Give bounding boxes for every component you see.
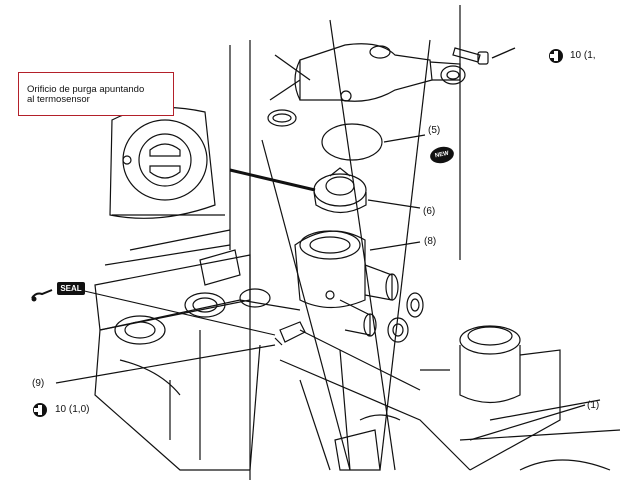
arrow-bolt	[491, 47, 516, 59]
label-part-1: (1)	[587, 400, 600, 411]
arrow-outlet	[274, 54, 311, 81]
torque-spec-top: 10 (1,	[570, 50, 596, 61]
hose-clamp-top-right	[440, 65, 466, 85]
assembly-guide-line-4	[379, 39, 431, 471]
label-part-5: (5)	[428, 125, 441, 136]
torque-wrench-icon	[549, 49, 563, 63]
sealant-icon	[31, 289, 53, 302]
water-outlet-cap	[269, 43, 461, 102]
leader-part-6	[367, 199, 421, 209]
assembly-guide-line-2	[261, 139, 351, 471]
radiator-cap-assembly	[420, 325, 621, 471]
thermostat-housing	[294, 230, 399, 337]
label-part-9: (9)	[32, 378, 45, 389]
leader-part-1	[469, 404, 586, 441]
o-ring-gasket	[321, 123, 383, 161]
bleed-hole-callout: Orificio de purga apuntando al termosens…	[18, 72, 174, 116]
hose-clamp-housing-upper	[406, 292, 424, 318]
temperature-sensor	[274, 321, 306, 346]
callout-line-2: al termosensor	[27, 94, 90, 105]
leader-inset-arrow	[229, 168, 316, 192]
inset-thermostat-detail	[109, 106, 225, 219]
hose-clamp-housing-lower	[387, 317, 409, 343]
label-part-8: (8)	[424, 236, 437, 247]
torque-wrench-icon	[33, 403, 47, 417]
assembly-guide-line-3	[329, 19, 396, 471]
leader-seal	[79, 289, 276, 336]
callout-line-1: Orificio de purga apuntando	[27, 84, 145, 95]
seal-badge: SEAL	[57, 282, 85, 295]
engine-block	[94, 229, 471, 471]
leader-part-5	[383, 134, 426, 143]
hose-clamp-top-left	[267, 109, 297, 127]
leader-part-9	[55, 344, 276, 384]
thermostat	[313, 167, 367, 214]
bolt-top	[452, 47, 489, 65]
torque-spec-bottom: 10 (1,0)	[55, 404, 90, 415]
leader-part-8	[369, 241, 421, 251]
label-part-6: (6)	[423, 206, 436, 217]
